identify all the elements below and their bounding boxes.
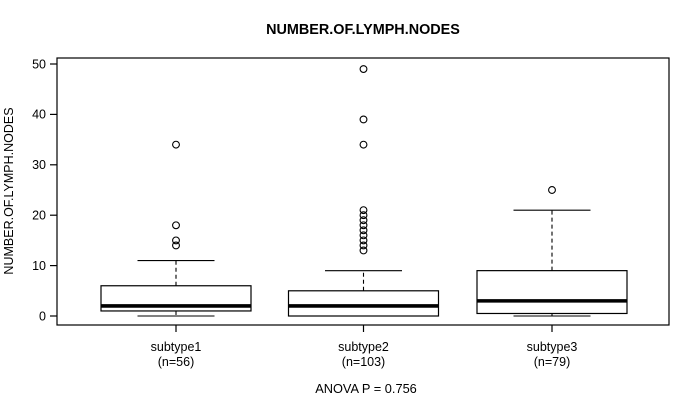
x-tick-label-subtype2: subtype2 [338,340,389,354]
outlier-point [359,231,368,240]
outlier-point [172,236,180,245]
outlier-point [359,211,368,220]
outlier-point [172,140,180,149]
outlier-point [172,241,180,250]
y-tick-label: 20 [32,209,46,223]
y-axis-title: NUMBER.OF.LYMPH.NODES [2,107,16,274]
outlier-point [359,241,368,250]
y-tick-label: 10 [32,259,46,273]
chart-title: NUMBER.OF.LYMPH.NODES [266,22,460,38]
outlier-point [359,216,368,225]
iqr-box-subtype2 [287,290,440,317]
y-tick-label: 0 [39,309,46,323]
outlier-point [359,140,368,149]
outlier-point [359,206,368,215]
x-tick-label-subtype3: subtype3 [527,340,578,354]
outlier-point [359,236,368,245]
plot-region: 0 10 20 30 40 50 subtype1(n=56) subtype2(n=103)… [32,57,670,369]
outlier-point [172,221,180,230]
outlier-point [359,115,368,124]
y-tick-label: 30 [32,158,46,172]
y-tick-label: 40 [32,108,46,122]
y-tick-label: 50 [32,57,46,71]
anova-annotation: ANOVA P = 0.756 [315,381,417,396]
x-tick-label-subtype1: subtype1 [151,340,202,354]
x-tick-sublabel-subtype2: (n=103) [342,355,385,369]
outlier-point [359,65,368,73]
iqr-box-subtype3 [476,270,628,315]
outlier-point [359,246,368,255]
outlier-point [548,186,556,194]
x-tick-sublabel-subtype1: (n=56) [158,355,194,369]
outlier-point [359,226,368,235]
outlier-point [359,221,368,230]
x-tick-sublabel-subtype3: (n=79) [534,355,570,369]
